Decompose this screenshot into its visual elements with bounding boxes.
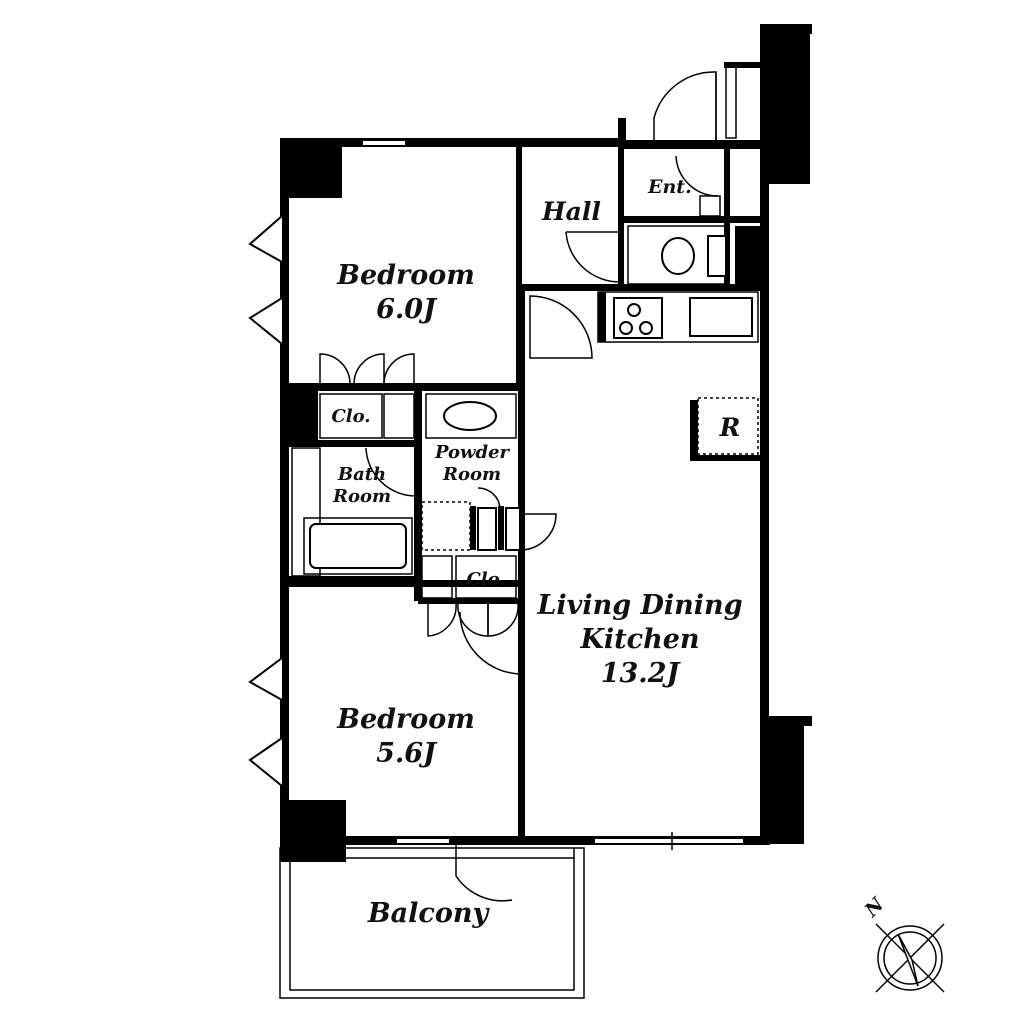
closet1-label: Clo. [331,406,370,427]
refrigerator-label: R [719,413,741,442]
compass: N [860,893,945,993]
powder-label-line1: Powder [434,442,511,463]
entrance-label: Ent. [647,176,692,198]
room-labels: Hall Ent. Bedroom 6.0J Clo. Bath Room Po… [331,176,742,929]
bath-label-line2: Room [332,486,391,507]
bath-label-line1: Bath [337,464,386,485]
balcony-label: Balcony [367,898,491,929]
ldk-label-line1: Living Dining [536,590,742,621]
closet2-label: Clo. [466,569,505,590]
fixtures [248,65,760,999]
bedroom2-name: Bedroom [336,704,475,735]
hall-label: Hall [541,197,601,226]
walls [280,24,812,862]
ldk-size: 13.2J [601,658,682,689]
compass-north-label: N [860,893,889,922]
bedroom1-size: 6.0J [376,294,438,325]
ldk-label-line2: Kitchen [579,624,699,655]
bedroom1-name: Bedroom [336,260,475,291]
bedroom2-size: 5.6J [376,738,438,769]
powder-label-line2: Room [442,464,501,485]
